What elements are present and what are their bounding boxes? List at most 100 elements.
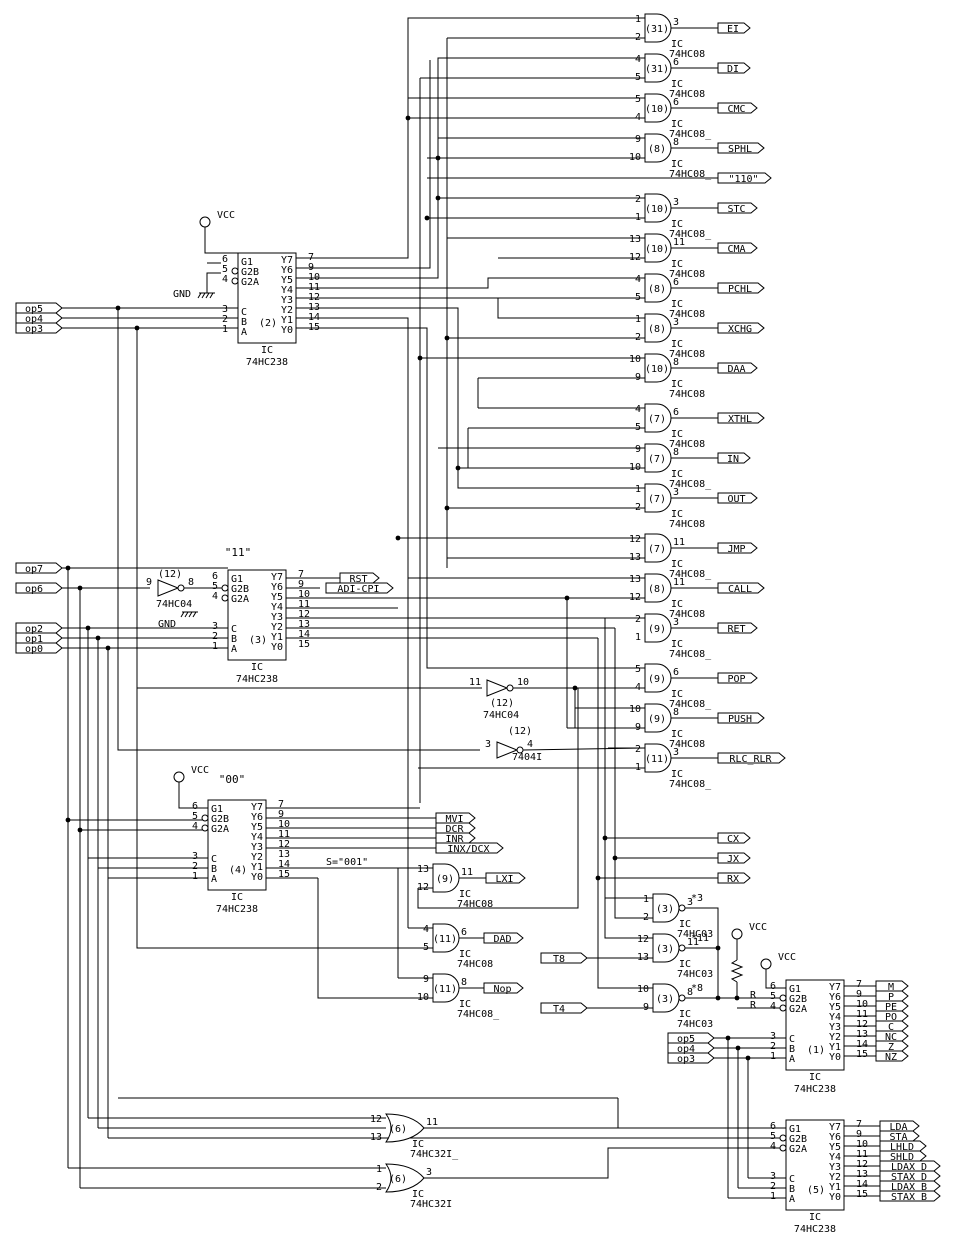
output-adi-cpi-text: ADI-CPI <box>337 584 379 595</box>
decoder-ic2-bubble <box>231 277 239 285</box>
input-t4 <box>540 1002 588 1014</box>
decoder-ic3-bubble <box>221 594 229 602</box>
output-xthl <box>717 412 765 424</box>
output-load-6 <box>879 1180 941 1192</box>
component-layer <box>15 13 941 1211</box>
decoder-ic1-pnum: 7 <box>856 979 862 990</box>
decoder-ic2-pnum: 15 <box>308 322 320 333</box>
decoder-ic2-pnum: 5 <box>222 264 228 275</box>
or-gate-6b-pin-a: 1 <box>376 1164 382 1175</box>
decoder-ic2-pnum: 7 <box>308 252 314 263</box>
and-gate-12-pin-out: 3 <box>673 487 679 498</box>
decoder-ic3-pin-Y5: Y5 <box>271 592 283 603</box>
decoder-ic3-pin-Y1: Y1 <box>271 632 283 643</box>
decoder-ic1-pnum: 2 <box>770 1041 776 1052</box>
decoder-ic1-pin-Y6: Y6 <box>829 992 841 1003</box>
input-op5-text: op5 <box>25 304 43 315</box>
and-gate-9-pin-a: 10 <box>629 354 641 365</box>
or-gate-6b-ic: IC <box>412 1189 424 1200</box>
and-gate-lxi-ic: IC <box>459 889 471 900</box>
decoder-ic4-pin-C: C <box>211 854 217 865</box>
decoder-ic2-pnum: 2 <box>222 314 228 325</box>
decoder-ic5-ref: (5) <box>807 1185 825 1196</box>
decoder-ic3-pnum: 13 <box>298 619 310 630</box>
decoder-ic1-pnum: 1 <box>770 1051 776 1062</box>
decoder-ic5-pnum: 1 <box>770 1191 776 1202</box>
and-gate-10-pin-out: 6 <box>673 407 679 418</box>
wire-op3-dad <box>136 688 433 949</box>
input-op4 <box>15 312 63 324</box>
and-gate-14-ref: (8) <box>648 584 666 595</box>
decoder-ic1-pnum: 9 <box>856 989 862 1000</box>
vcc-ic1 <box>760 958 772 970</box>
decoder-ic5-pin-Y6: Y6 <box>829 1132 841 1143</box>
inverter-ic12-b-part: 74HC04 <box>483 710 519 721</box>
decoder-ic5-pin-G2B: G2B <box>789 1134 807 1145</box>
junction-dot <box>734 995 740 1001</box>
decoder-ic5-pin-Y5: Y5 <box>829 1142 841 1153</box>
vcc-pullup <box>731 928 743 940</box>
wire <box>296 317 645 579</box>
decoder-ic4-pnum: 14 <box>278 859 290 870</box>
output-load-2-text: LHLD <box>890 1142 914 1153</box>
inverter-ic12-a <box>157 579 180 597</box>
decoder-ic5-pin-G2A: G2A <box>789 1144 807 1155</box>
output-flag-1 <box>875 990 909 1002</box>
decoder-ic1-pin-Y5: Y5 <box>829 1002 841 1013</box>
and-gate-dad-pin-a: 4 <box>423 924 429 935</box>
decoder-ic4-bubble <box>201 814 209 822</box>
decoder-ic1-bubble <box>779 1004 787 1012</box>
or-gate-6b-pin-b: 2 <box>376 1182 382 1193</box>
decoder-ic5-pnum: 3 <box>770 1171 776 1182</box>
vcc-pullup-text: VCC <box>749 922 767 933</box>
output-pop <box>717 672 758 684</box>
resistor-label: R <box>750 990 757 1001</box>
wire <box>417 688 579 909</box>
and-gate-nop <box>432 973 460 1003</box>
nand-gate-3b-bubble <box>678 944 686 952</box>
pull-up-resistor <box>730 959 744 983</box>
nand-gate-3b-mark: *11 <box>691 933 709 944</box>
and-gate-6-ic: IC <box>671 259 683 270</box>
decoder-ic5-pnum: 10 <box>856 1139 868 1150</box>
and-gate-2-pin-out: 6 <box>673 57 679 68</box>
and-gate-5-pin-out: 3 <box>673 197 679 208</box>
decoder-ic2-pin-G2B: G2B <box>241 267 259 278</box>
and-gate-18-pin-out: 3 <box>673 747 679 758</box>
decoder-ic2-pin-B: B <box>241 317 247 328</box>
vcc-ic2-text: VCC <box>217 210 235 221</box>
output-flag-6-text: Z <box>888 1042 894 1053</box>
output-pop-text: POP <box>727 674 745 685</box>
output-adi-cpi <box>325 582 394 594</box>
decoder-ic3-pin-Y4: Y4 <box>271 602 283 613</box>
output-in <box>717 452 751 464</box>
and-gate-lxi-part: 74HC08 <box>457 899 493 910</box>
and-gate-3-ic: IC <box>671 119 683 130</box>
and-gate-11-part: 74HC08_ <box>669 479 712 490</box>
decoder-ic1-pin-G1: G1 <box>789 984 801 995</box>
and-gate-17-ic: IC <box>671 729 683 740</box>
and-gate-2-ref: (31) <box>645 64 669 75</box>
and-gate-9 <box>644 353 672 383</box>
decoder-ic4-pnum: 12 <box>278 839 290 850</box>
output-di-text: DI <box>727 64 739 75</box>
output-load-1 <box>879 1130 920 1142</box>
decoder-ic5-pin-Y3: Y3 <box>829 1162 841 1173</box>
input-t8-text: T8 <box>553 954 565 965</box>
and-gate-13-ref: (7) <box>648 544 666 555</box>
output-flag-7-text: NZ <box>885 1052 897 1063</box>
decoder-ic1-pnum: 5 <box>770 991 776 1002</box>
and-gate-10-ref: (7) <box>648 414 666 425</box>
inverter-ic12-a-bubble <box>177 584 185 592</box>
and-gate-11-pin-out: 8 <box>673 447 679 458</box>
and-gate-14-ic: IC <box>671 599 683 610</box>
output-rlc-rlr <box>717 752 786 764</box>
decoder-ic3-part: 74HC238 <box>236 674 278 685</box>
decoder-ic5 <box>785 1119 845 1211</box>
decoder-ic4-pin-Y5: Y5 <box>251 822 263 833</box>
input-op3-b <box>667 1052 715 1064</box>
inverter-ic12-c <box>496 741 519 759</box>
decoder-ic2-pnum: 3 <box>222 304 228 315</box>
decoder-ic1-pin-Y7: Y7 <box>829 982 841 993</box>
output-out-text: OUT <box>727 494 745 505</box>
